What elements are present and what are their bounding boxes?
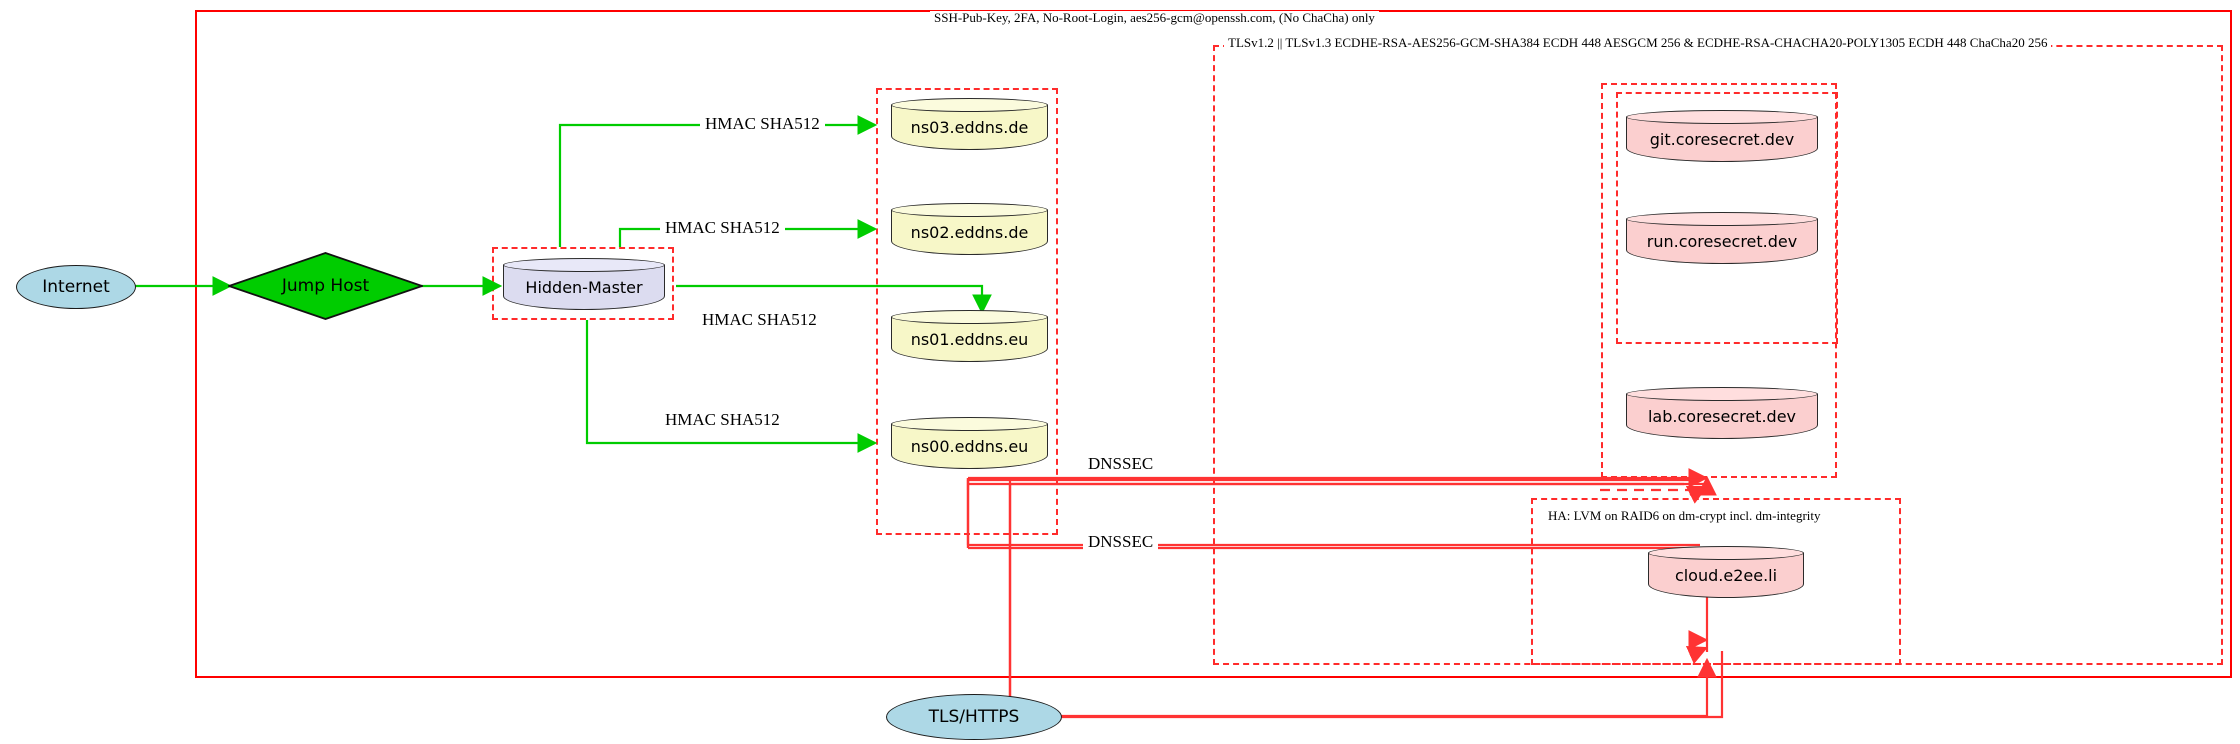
node-jump-host[interactable]: Jump Host <box>228 252 423 320</box>
node-jump-host-label: Jump Host <box>281 276 370 296</box>
node-ns00[interactable]: ns00.eddns.eu <box>891 417 1048 469</box>
node-cloud-e2ee-label: cloud.e2ee.li <box>1674 565 1778 585</box>
node-cloud-e2ee-body <box>1648 553 1804 598</box>
node-ns03-label: ns03.eddns.de <box>910 117 1029 137</box>
node-ns03-top <box>891 98 1048 112</box>
node-run-coresecret[interactable]: run.coresecret.dev <box>1626 212 1818 264</box>
node-ns02-top <box>891 203 1048 217</box>
node-ns01-top <box>891 310 1048 324</box>
node-git-coresecret-top <box>1626 110 1818 124</box>
node-hidden-master-label: Hidden-Master <box>525 277 643 297</box>
node-hidden-master[interactable]: Hidden-Master <box>503 258 665 310</box>
node-ns00-top <box>891 417 1048 431</box>
cluster-services-inner-boundary <box>1616 92 1838 344</box>
edge-label-hmac-ns00: HMAC SHA512 <box>660 410 785 430</box>
node-git-coresecret-label: git.coresecret.dev <box>1649 129 1795 149</box>
node-ns02-body <box>891 210 1048 255</box>
edge-label-dnssec-upper: DNSSEC <box>1083 454 1159 474</box>
node-git-coresecret-body <box>1626 117 1818 162</box>
node-ns01[interactable]: ns01.eddns.eu <box>891 310 1048 362</box>
node-ns00-body <box>891 424 1048 469</box>
cluster-tls-boundary-label: TLSv1.2 || TLSv1.3 ECDHE-RSA-AES256-GCM-… <box>1224 36 2052 50</box>
edge-label-hmac-ns03: HMAC SHA512 <box>700 114 825 134</box>
node-internet[interactable]: Internet <box>16 265 136 309</box>
node-ns02[interactable]: ns02.eddns.de <box>891 203 1048 255</box>
node-lab-coresecret-label: lab.coresecret.dev <box>1647 406 1797 426</box>
node-ns01-body <box>891 317 1048 362</box>
node-run-coresecret-body <box>1626 219 1818 264</box>
node-ns00-label: ns00.eddns.eu <box>910 436 1029 456</box>
edge-label-hmac-ns02: HMAC SHA512 <box>660 218 785 238</box>
node-lab-coresecret[interactable]: lab.coresecret.dev <box>1626 387 1818 439</box>
node-tls-https[interactable]: TLS/HTTPS <box>886 694 1062 740</box>
edge-label-dnssec-lower: DNSSEC <box>1083 532 1159 552</box>
node-ns01-label: ns01.eddns.eu <box>910 329 1029 349</box>
cluster-ha-boundary-label: HA: LVM on RAID6 on dm-crypt incl. dm-in… <box>1544 509 1825 523</box>
node-ns03-body <box>891 105 1048 150</box>
node-lab-coresecret-top <box>1626 387 1818 401</box>
node-cloud-e2ee-top <box>1648 546 1804 560</box>
node-ns02-label: ns02.eddns.de <box>910 222 1029 242</box>
node-run-coresecret-top <box>1626 212 1818 226</box>
node-git-coresecret[interactable]: git.coresecret.dev <box>1626 110 1818 162</box>
node-cloud-e2ee[interactable]: cloud.e2ee.li <box>1648 546 1804 598</box>
node-run-coresecret-label: run.coresecret.dev <box>1646 231 1798 251</box>
node-ns03[interactable]: ns03.eddns.de <box>891 98 1048 150</box>
node-hidden-master-top <box>503 258 665 272</box>
edge-label-hmac-ns01: HMAC SHA512 <box>697 310 822 330</box>
node-hidden-master-body <box>503 265 665 310</box>
cluster-ssh-boundary-label: SSH-Pub-Key, 2FA, No-Root-Login, aes256-… <box>930 11 1379 25</box>
node-lab-coresecret-body <box>1626 394 1818 439</box>
